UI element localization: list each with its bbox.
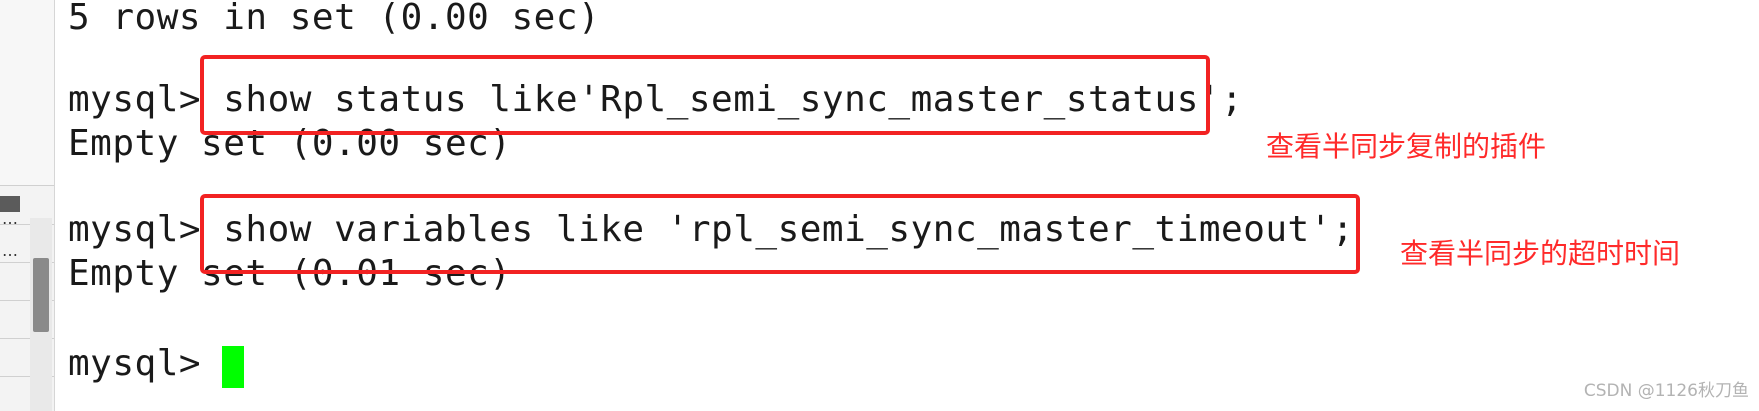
side-panel-divider — [0, 224, 54, 225]
side-panel-scrollbar-thumb[interactable] — [33, 258, 49, 332]
side-panel-divider — [0, 300, 54, 301]
terminal-prompt: mysql> — [68, 343, 224, 384]
watermark: CSDN @1126秋刀鱼 — [1583, 381, 1749, 401]
side-panel-divider — [0, 338, 54, 339]
side-panel-ellipsis: … — [2, 209, 18, 228]
side-panel-upper — [0, 0, 54, 185]
side-panel-ellipsis: … — [2, 241, 18, 260]
side-panel-divider — [0, 185, 54, 186]
side-panel-divider — [0, 376, 54, 377]
side-panel-marker — [0, 196, 20, 212]
terminal-line-command: mysql> show variables like 'rpl_semi_syn… — [68, 209, 1355, 250]
annotation-box-timeout — [200, 194, 1360, 274]
terminal-cursor — [222, 346, 244, 388]
side-panel-divider — [0, 262, 54, 263]
side-panel: … … — [0, 0, 55, 411]
annotation-note-plugin: 查看半同步复制的插件 — [1266, 130, 1547, 163]
terminal-line-command: mysql> show status like'Rpl_semi_sync_ma… — [68, 79, 1244, 120]
annotation-note-timeout: 查看半同步的超时时间 — [1400, 237, 1681, 270]
annotation-box-status — [200, 55, 1210, 135]
terminal-line: 5 rows in set (0.00 sec) — [68, 0, 601, 38]
